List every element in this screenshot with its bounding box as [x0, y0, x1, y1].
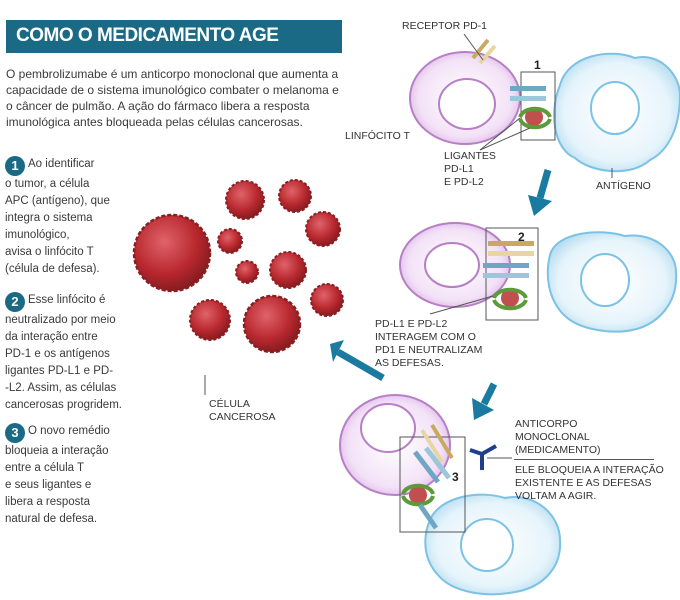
cancer-cell: [278, 179, 312, 213]
anticorpo-divider: [514, 459, 654, 460]
ligands-pointer: [479, 117, 521, 151]
step-2-text: Esse linfócito é neutralizado por meio d…: [5, 294, 122, 411]
antibody-icon: [469, 444, 497, 470]
pd1-receptor-icon: [488, 241, 534, 256]
t-lymphocyte-1: [409, 51, 521, 145]
flow-arrow-icon: [330, 340, 385, 382]
ligantes-label: LIGANTES PD-L1 E PD-L2: [444, 150, 496, 188]
intro-text: O pembrolizumabe é um anticorpo monoclon…: [6, 67, 339, 129]
ligand-pd-l1-icon: [401, 483, 439, 530]
antigen-cell-2: [546, 231, 678, 333]
antigen-cell-1: [553, 52, 680, 173]
ligand-pd-l1-icon: [492, 287, 528, 311]
cancer-cell: [132, 213, 212, 293]
cancer-cells: [132, 179, 344, 354]
panel-1-number: 1: [534, 58, 541, 72]
pd1-receptor-icon: [420, 423, 454, 464]
cancer-cell: [242, 294, 302, 354]
t-lymphocyte-2: [399, 222, 511, 308]
cancer-cell: [189, 299, 231, 341]
cancer-cell: [305, 211, 341, 247]
anticorpo-label: ANTICORPO MONOCLONAL (MEDICAMENTO): [515, 418, 601, 456]
receptor-bars-icon: [483, 263, 529, 278]
step-1-text: Ao identificar o tumor, a célula APC (an…: [5, 158, 110, 275]
step-1-number: 1: [5, 156, 25, 176]
receptor-bars-icon: [510, 86, 546, 101]
cancer-cell: [269, 251, 307, 289]
panel-2-number: 2: [518, 230, 525, 244]
flow-arrow-icon: [472, 382, 498, 420]
interagem-pointer: [429, 295, 494, 315]
celula-label: CÉLULA CANCEROSA: [209, 398, 276, 423]
flow-arrow-icon: [528, 169, 552, 216]
cancer-cell: [225, 180, 265, 220]
pd1-receptor-icon: [471, 38, 497, 65]
step-3-text: O novo remédio bloqueia a interação entr…: [5, 425, 110, 525]
panel-3: [339, 394, 562, 596]
panel-1: [409, 33, 680, 178]
step-2-number: 2: [5, 292, 25, 312]
cancer-cell: [235, 260, 259, 284]
receptor-pointer: [463, 33, 484, 61]
receptor-bars-icon: [413, 446, 451, 484]
step-3-number: 3: [5, 423, 25, 443]
panel-2: [399, 222, 678, 333]
panel-1-frame: [520, 71, 556, 141]
t-lymphocyte-3: [339, 394, 451, 496]
panel-3-frame: [399, 436, 466, 533]
bloqueia-label: ELE BLOQUEIA A INTERAÇÃO EXISTENTE E AS …: [515, 464, 664, 502]
cancer-cell: [217, 228, 243, 254]
interagem-label: PD-L1 E PD-L2 INTERAGEM COM O PD1 E NEUT…: [375, 318, 483, 369]
ligand-pd-l1-icon: [518, 106, 552, 130]
panel-3-number: 3: [452, 470, 459, 484]
cancer-cell: [310, 283, 344, 317]
title-banner: COMO O MEDICAMENTO AGE: [6, 20, 342, 53]
antigeno-label: ANTÍGENO: [596, 180, 651, 192]
receptor-label: RECEPTOR PD-1: [402, 20, 487, 32]
antigen-cell-3: [424, 493, 562, 596]
page-title: COMO O MEDICAMENTO AGE: [16, 25, 279, 46]
linfocito-label: LINFÓCITO T: [345, 130, 410, 142]
